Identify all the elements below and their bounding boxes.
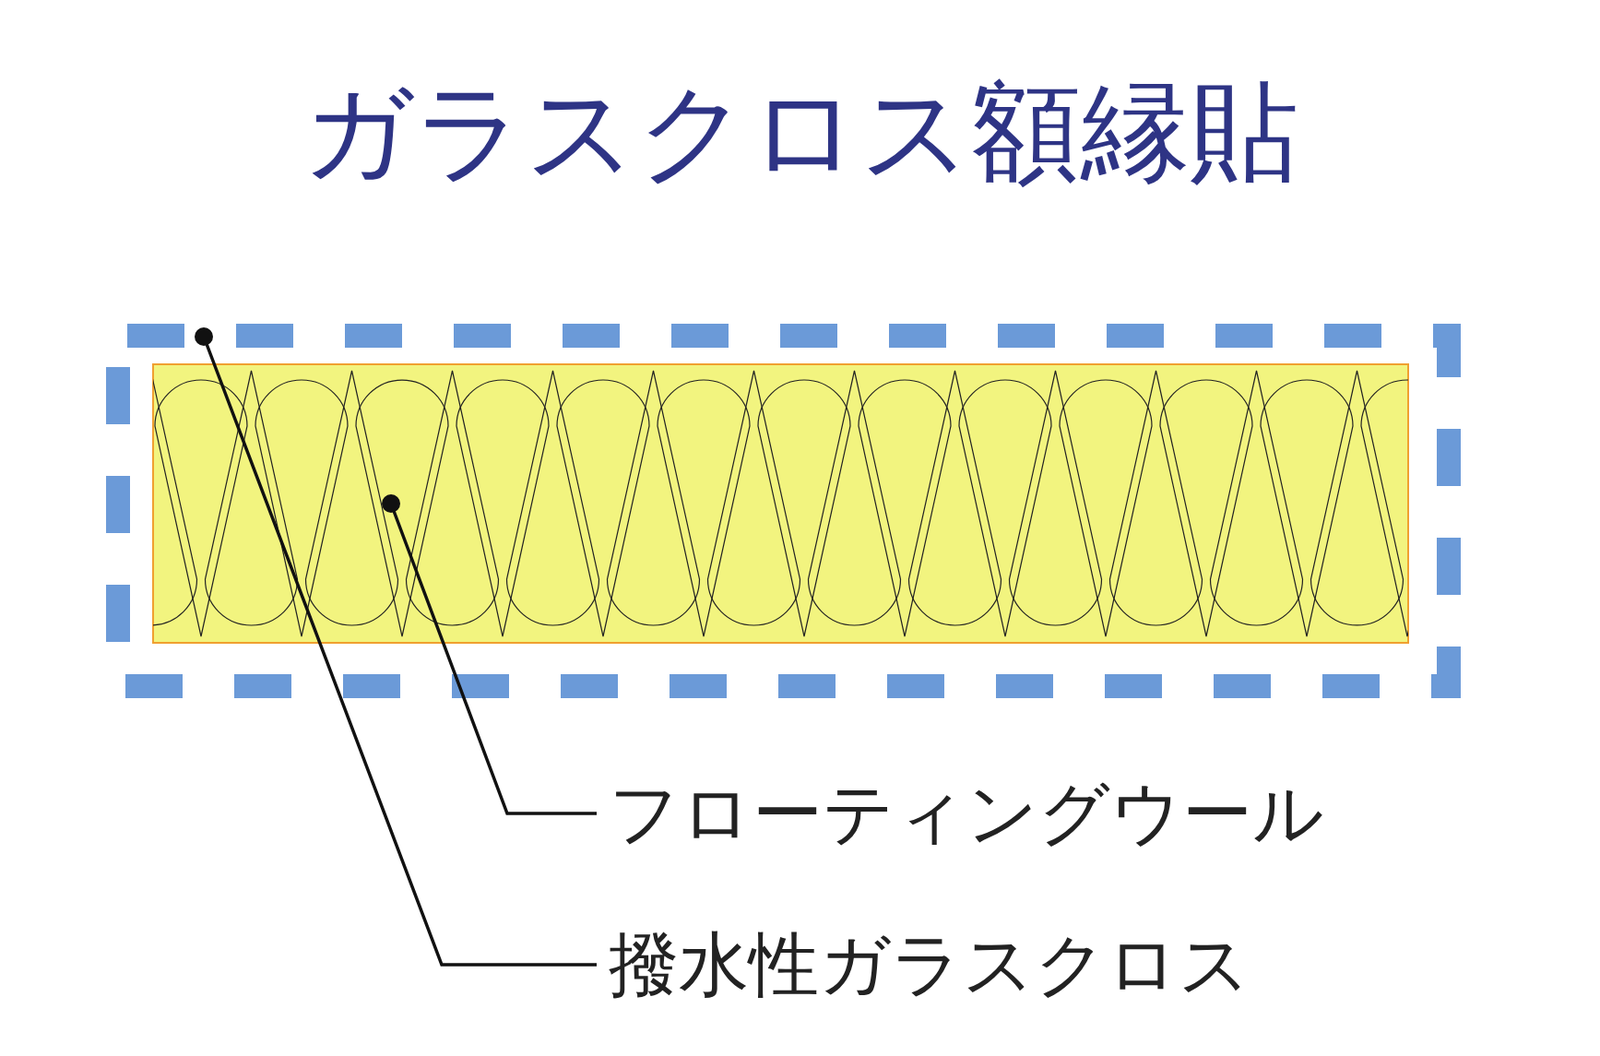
wool-fibre-loops <box>153 370 1409 637</box>
diagram-title: ガラスクロス額縁貼 <box>0 77 1600 187</box>
leader-dot <box>381 494 401 513</box>
wool-board <box>153 364 1409 643</box>
leader-lines <box>203 336 597 965</box>
callout-label: フローティングウール <box>608 778 1325 849</box>
leader-dot <box>194 327 214 346</box>
callout-label: 撥水性ガラスクロス <box>608 929 1251 1000</box>
